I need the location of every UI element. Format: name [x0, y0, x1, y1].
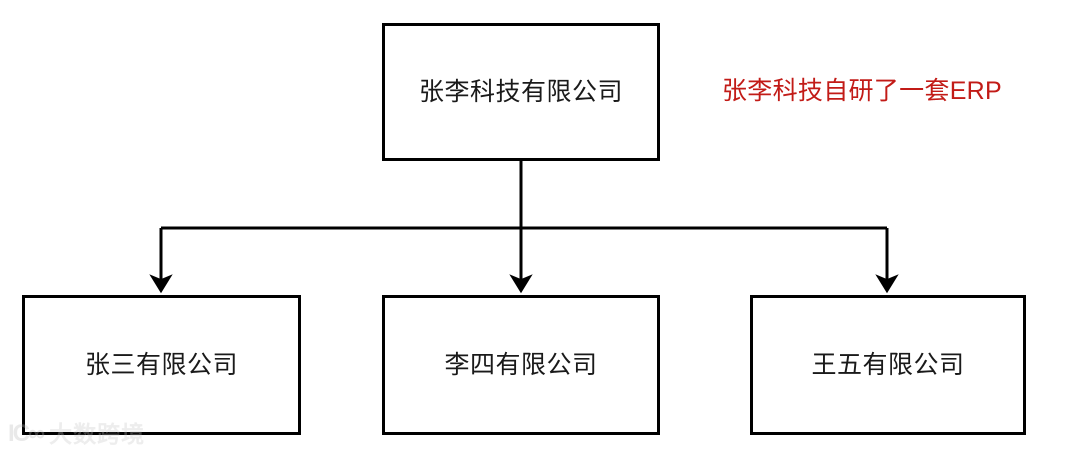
- node-subsidiary-2-label: 李四有限公司: [444, 351, 598, 379]
- node-subsidiary-2[interactable]: 李四有限公司: [382, 295, 660, 435]
- node-subsidiary-1-label: 张三有限公司: [84, 351, 238, 379]
- annotation-note: 张李科技自研了一套ERP: [722, 77, 1003, 105]
- node-subsidiary-1[interactable]: 张三有限公司: [22, 295, 301, 435]
- node-root-company[interactable]: 张李科技有限公司: [382, 23, 660, 161]
- node-root-company-label: 张李科技有限公司: [418, 78, 623, 106]
- node-subsidiary-3-label: 王五有限公司: [811, 351, 965, 379]
- node-subsidiary-3[interactable]: 王五有限公司: [750, 295, 1026, 435]
